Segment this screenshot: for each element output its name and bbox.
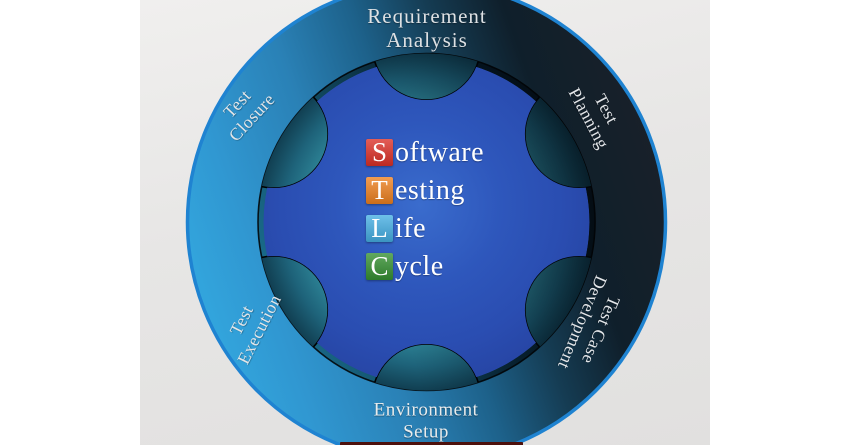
letter-tile-l: L (366, 215, 393, 242)
letter-tile-t: T (366, 177, 393, 204)
phase-line: Setup (403, 421, 449, 442)
acronym-word: ycle (395, 251, 444, 282)
stlc-acronym-block: S oftware T esting L ife C ycle (366, 139, 484, 291)
acronym-row-testing: T esting (366, 175, 484, 206)
acronym-row-cycle: C ycle (366, 251, 484, 282)
gear-shape (263, 59, 590, 385)
acronym-word: esting (395, 175, 465, 206)
acronym-word: oftware (395, 137, 485, 168)
phase-label-requirement-analysis: Requirement Analysis (367, 4, 487, 53)
acronym-word: ife (395, 213, 427, 244)
cropped-bottom-banner-strip (340, 442, 523, 445)
acronym-row-life: L ife (366, 213, 484, 244)
acronym-row-software: S oftware (366, 137, 485, 168)
phase-label-environment-setup: Environment Setup (374, 399, 479, 442)
letter-tile-c: C (366, 253, 393, 280)
phase-line: Requirement (367, 4, 487, 29)
phase-line: Environment (373, 399, 479, 421)
phase-line: Analysis (386, 28, 468, 52)
letter-tile-s: S (366, 139, 393, 166)
